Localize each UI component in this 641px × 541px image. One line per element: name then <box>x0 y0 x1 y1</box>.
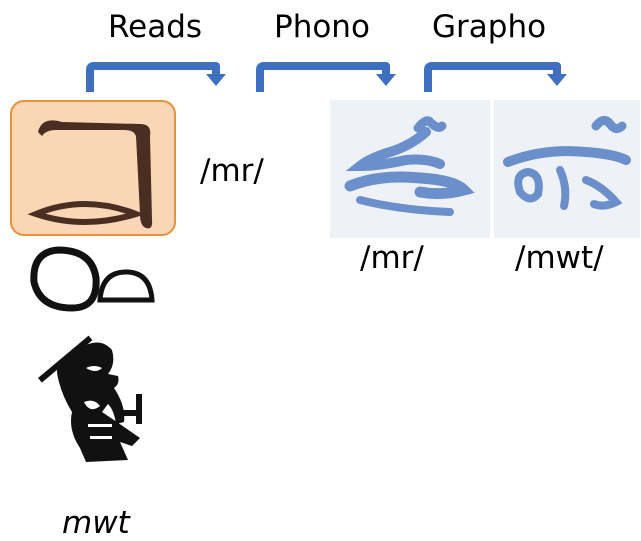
step-label-grapho: Grapho <box>432 9 547 45</box>
hieratic-reading-mwt: /mwt/ <box>515 240 604 276</box>
highlighted-hieroglyph-box <box>10 100 176 236</box>
hieratic-sign-mr <box>330 100 490 238</box>
arrow-grapho-head <box>547 74 567 86</box>
transliteration-label: mwt <box>62 505 130 541</box>
arrow-reads <box>86 62 220 92</box>
step-label-phono: Phono <box>274 9 370 45</box>
mourner-figure-icon <box>37 335 142 462</box>
bread-loaf-icon <box>97 269 155 303</box>
arrow-grapho <box>424 62 561 92</box>
arrow-reads-head <box>206 74 226 86</box>
egg-and-loaf-glyphs <box>30 246 155 312</box>
hieratic-mr-icon <box>344 116 475 216</box>
hieratic-reading-mr: /mr/ <box>360 240 424 276</box>
arrow-phono-head <box>376 74 396 86</box>
hieratic-mwt-icon <box>503 116 631 210</box>
egg-icon <box>30 246 100 312</box>
arrow-phono <box>256 62 390 92</box>
arrows <box>86 62 567 92</box>
hieroglyph-reading-label: /mr/ <box>200 153 264 189</box>
step-label-reads: Reads <box>108 9 203 45</box>
hoe-eye-glyph-icon <box>27 120 153 229</box>
hieratic-sign-mwt <box>494 100 640 238</box>
